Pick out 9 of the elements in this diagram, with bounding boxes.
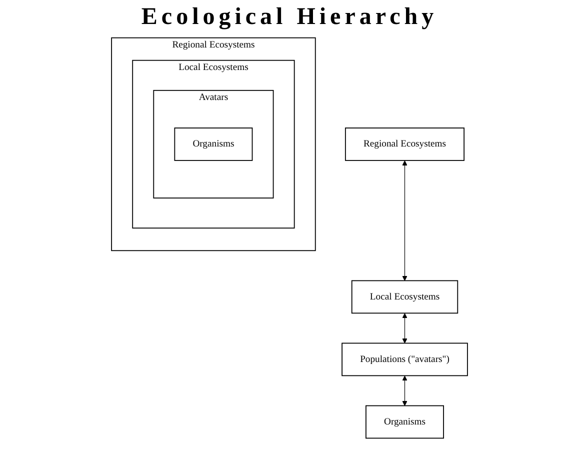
node-box: Local Ecosystems <box>351 280 458 314</box>
arrow <box>402 313 408 344</box>
node-box: Organisms <box>366 405 444 439</box>
diagram-title: Ecological Hierarchy <box>140 4 439 31</box>
node-box: Organisms <box>174 128 253 161</box>
node-box: Populations ("avatars") <box>342 342 468 376</box>
node-box: Regional Ecosystems <box>344 128 464 161</box>
arrow <box>402 160 408 281</box>
arrow <box>402 376 408 406</box>
